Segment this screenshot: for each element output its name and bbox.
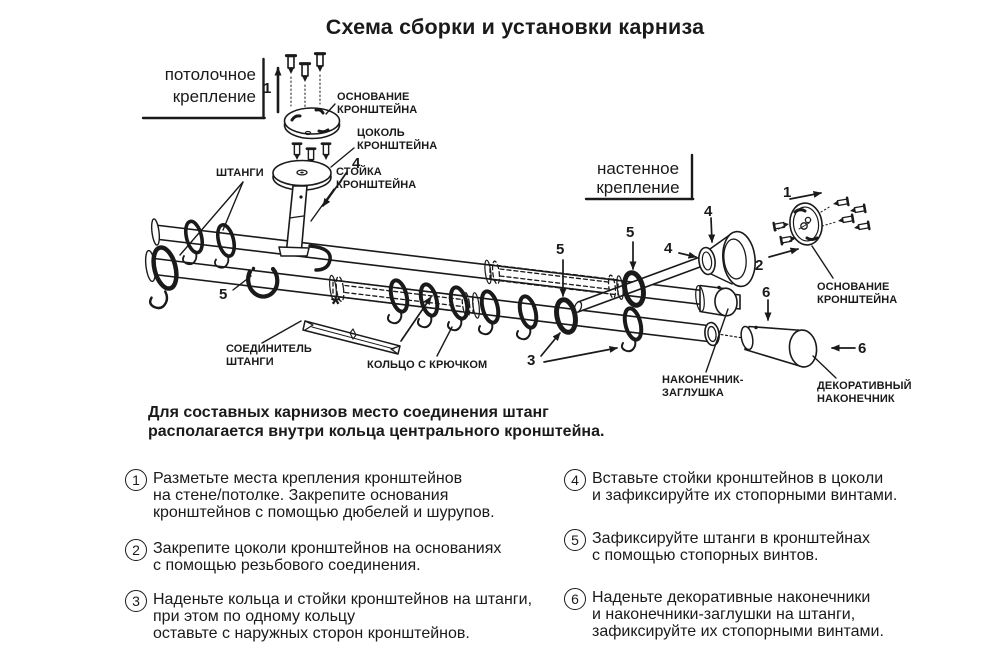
instruction-item-3: 3 Наденьте кольца и стойки кронштейнов н… (125, 590, 565, 643)
label-ring-with-hook: КОЛЬЦО С КРЮЧКОМ (367, 359, 488, 371)
page-title: Схема сборки и установки карниза (325, 15, 705, 39)
marker-step4-rod: 4 (664, 240, 673, 257)
label-bracket-base-ceiling: ОСНОВАНИЕ КРОНШТЕЙНА (337, 91, 418, 116)
marker-step1-wall: 1 (783, 184, 792, 201)
marker-step6-finial: 6 (858, 340, 867, 357)
label-end-cap: НАКОНЕЧНИК- ЗАГЛУШКА (662, 374, 744, 399)
wall-mount-assembly (698, 196, 871, 288)
marker-step5-back: 5 (626, 224, 635, 241)
ceiling-mount-assembly (272, 52, 341, 272)
instruction-4-text: Вставьте стойки кронштейнов в цоколи и з… (592, 470, 898, 505)
marker-step5-front: 5 (556, 241, 565, 258)
marker-step4-socket: 4 (704, 203, 713, 220)
wall-bracket-stand (573, 256, 701, 313)
instruction-3-number: 3 (125, 590, 147, 612)
marker-step3-rings: 3 (527, 352, 536, 369)
instruction-5-text: Зафиксируйте штанги в кронштейнах с помо… (592, 530, 870, 565)
instruction-item-4: 4 Вставьте стойки кронштейнов в цоколи и… (564, 469, 984, 505)
instruction-2-text: Закрепите цоколи кронштейнов на основани… (153, 540, 502, 575)
marker-step5-left: 5 (219, 286, 228, 303)
ceiling-mount-label: потолочное крепление (164, 65, 256, 106)
marker-asterisk: * (331, 291, 341, 318)
rod-connector-hidden-lines (332, 260, 619, 318)
label-decorative-finial: ДЕКОРАТИВНЫЙ НАКОНЕЧНИК (817, 380, 912, 405)
label-frames (141, 57, 695, 201)
instruction-item-5: 5 Зафиксируйте штанги в кронштейнах с по… (564, 529, 984, 565)
end-cap-plug (695, 284, 738, 317)
assembly-diagram (141, 52, 871, 379)
step-arrows (274, 66, 856, 363)
note-text: Для составных карнизов место соединения … (148, 404, 605, 440)
instruction-6-number: 6 (564, 588, 586, 610)
marker-step2-wall: 2 (755, 257, 764, 274)
label-bracket-socket: ЦОКОЛЬ КРОНШТЕЙНА (357, 127, 438, 152)
label-bracket-stand: СТОЙКА КРОНШТЕЙНА (336, 166, 417, 191)
label-rods: ШТАНГИ (216, 167, 264, 179)
instruction-1-number: 1 (125, 469, 147, 491)
leader-lines (179, 103, 837, 379)
instruction-item-2: 2 Закрепите цоколи кронштейнов на основа… (125, 539, 565, 575)
decorative-finial (740, 325, 818, 368)
instruction-5-number: 5 (564, 529, 586, 551)
front-rod-open-end (704, 321, 720, 347)
label-bracket-base-wall: ОСНОВАНИЕ КРОНШТЕЙНА (817, 281, 898, 306)
marker-step4-stand: 4 (352, 155, 361, 172)
instruction-1-text: Разметьте места крепления кронштейнов на… (153, 470, 495, 522)
instruction-item-1: 1 Разметьте места крепления кронштейнов … (125, 469, 565, 522)
label-rod-connector: СОЕДИНИТЕЛЬ ШТАНГИ (226, 343, 312, 368)
rod-connector-part (302, 320, 401, 355)
rod-holders (246, 266, 646, 335)
marker-step1-ceiling: 1 (263, 80, 272, 97)
instruction-4-number: 4 (564, 469, 586, 491)
wall-mount-label: настенное крепление (596, 159, 680, 197)
instruction-6-text: Наденьте декоративные наконечники и нако… (592, 589, 884, 641)
instruction-item-6: 6 Наденьте декоративные наконечники и на… (564, 588, 984, 641)
marker-step6-cap: 6 (762, 284, 771, 301)
rings-with-hooks[interactable] (148, 217, 647, 353)
instruction-3-text: Наденьте кольца и стойки кронштейнов на … (153, 591, 533, 643)
instruction-2-number: 2 (125, 539, 147, 561)
